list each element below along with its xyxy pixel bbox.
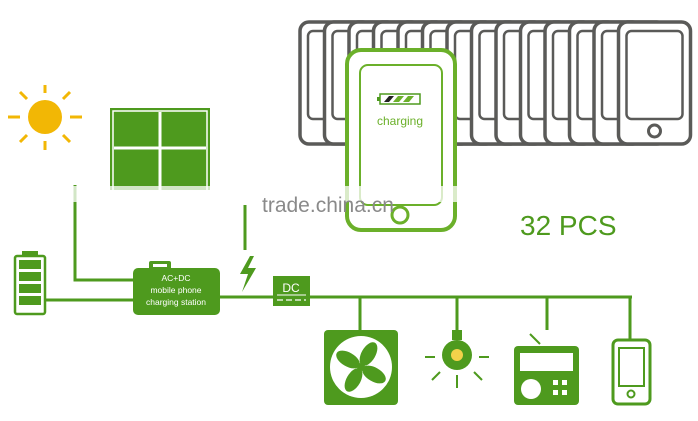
radio-icon: [514, 333, 579, 405]
phone-count-label: 32 PCS: [520, 210, 617, 241]
battery-level-icon: [377, 93, 421, 105]
charging-phone: charging: [345, 48, 457, 232]
mobile-phone-icon: [611, 338, 652, 406]
dc-box: DC: [273, 276, 310, 306]
charging-status: charging: [377, 114, 423, 128]
station-label-line2: mobile phone: [150, 285, 201, 295]
station-label-line3: charging station: [146, 297, 206, 307]
sun-icon: [8, 85, 82, 150]
fan-icon: [324, 330, 398, 405]
station-label-line1: AC+DC: [161, 273, 190, 283]
charging-station: AC+DC mobile phone charging station: [133, 261, 220, 315]
solar-panel-icon: [110, 108, 210, 192]
light-bulb-icon: [425, 330, 489, 388]
stacked-phone-icon: [616, 20, 693, 146]
dc-label: DC: [282, 281, 300, 295]
wiring: [45, 185, 632, 340]
lightning-icon: [240, 256, 256, 292]
watermark: trade.china.cn: [262, 194, 394, 217]
battery-icon: [13, 251, 47, 316]
